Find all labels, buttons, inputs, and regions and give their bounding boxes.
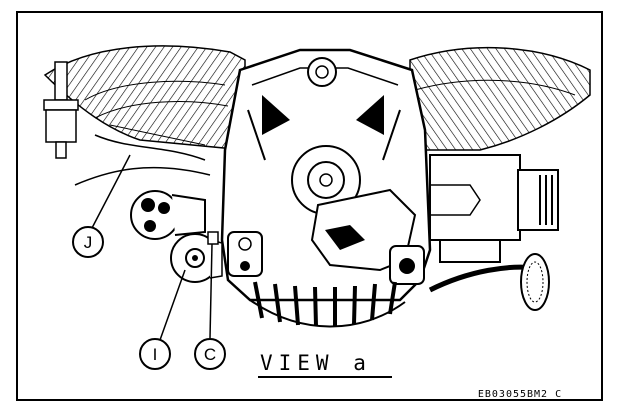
callout-C-label: C — [204, 345, 216, 364]
crankcase-housing — [220, 48, 432, 328]
left-cylinder-fins — [43, 45, 246, 151]
figure-border — [16, 11, 603, 401]
view-label: VIEW a — [260, 351, 372, 375]
callout-C: C — [194, 338, 226, 370]
callout-J: J — [72, 226, 104, 258]
carburetor-assembly — [428, 154, 559, 311]
callout-J-label: J — [84, 233, 93, 252]
callout-I-label: I — [153, 345, 158, 364]
right-cylinder-fins — [409, 46, 591, 151]
callout-I: I — [139, 338, 171, 370]
left-accessories — [43, 61, 223, 283]
leader-lines — [91, 154, 213, 341]
drawing-code: EB03055BM2 C — [478, 389, 562, 400]
